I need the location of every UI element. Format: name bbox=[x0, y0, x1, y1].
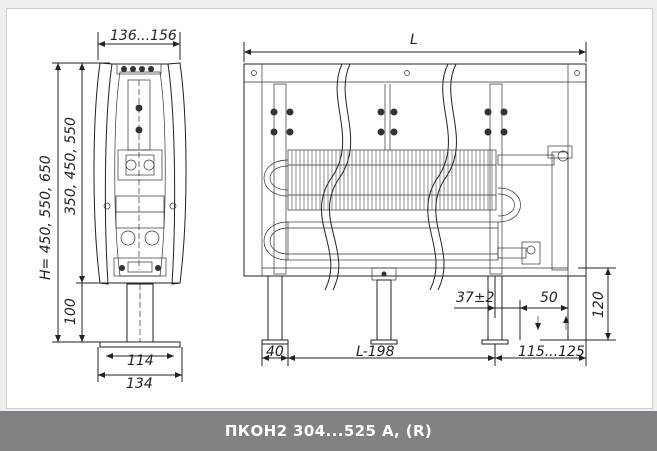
technical-drawing: 136...156 114 134 H= 450, 550, 650 350, … bbox=[38, 28, 616, 392]
dim-base-inner: 114 bbox=[127, 353, 154, 369]
mounting-bolts bbox=[270, 108, 508, 136]
grille-bolts bbox=[121, 66, 154, 72]
caption-bar: ПКОН2 304...525 А, (R) bbox=[0, 411, 657, 451]
dim-leg-offset: 40 bbox=[266, 344, 284, 360]
dim-height-body: 350, 450, 550 bbox=[63, 117, 79, 215]
dim-pipe-height: 120 bbox=[591, 291, 607, 318]
product-caption: ПКОН2 304...525 А, (R) bbox=[224, 422, 433, 440]
dim-pipe-offset: 37±2 bbox=[456, 290, 495, 306]
dim-length: L bbox=[410, 32, 418, 48]
side-view bbox=[52, 32, 187, 382]
dim-base-outer: 134 bbox=[126, 376, 153, 392]
dim-pipe-spacing: 50 bbox=[540, 290, 558, 306]
dim-width-range: 136...156 bbox=[110, 28, 177, 44]
dim-leg-height: 100 bbox=[63, 298, 79, 325]
dim-leg-spacing: L-198 bbox=[356, 344, 395, 360]
dim-height-total: H= 450, 550, 650 bbox=[38, 155, 54, 280]
dim-end-offset: 115...125 bbox=[518, 344, 585, 360]
front-view bbox=[243, 42, 616, 366]
